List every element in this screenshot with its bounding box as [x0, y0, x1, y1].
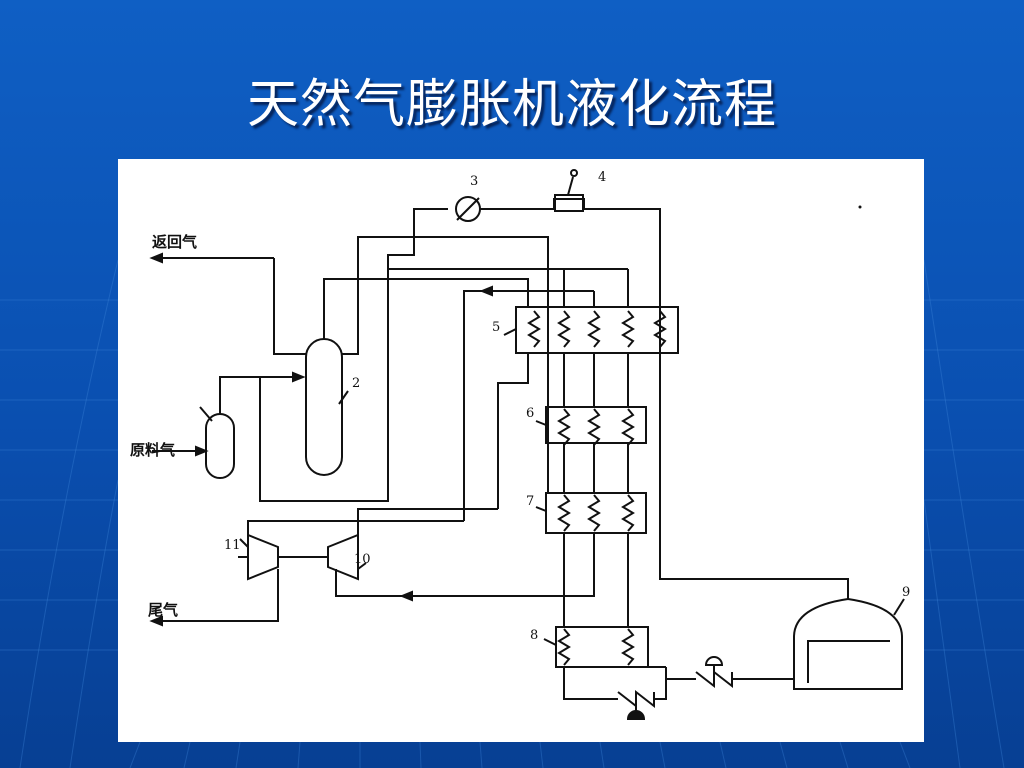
label-8: 8: [530, 628, 538, 643]
process-flow-diagram: 返回气 原料气 尾气 2 3 4 5 6 7 8 9 10 11: [118, 159, 924, 742]
feed-separator-vessel-1: [205, 413, 235, 479]
slide-title: 天然气膨胀机液化流程: [246, 75, 777, 135]
valve-bottom: [617, 689, 655, 709]
tail-gas-line: [152, 569, 279, 622]
diagram-canvas: 返回气 原料气 尾气 2 3 4 5 6 7 8 9 10 11: [130, 169, 910, 720]
label-9: 9: [902, 585, 910, 600]
label-7: 7: [526, 494, 534, 509]
label-11: 11: [224, 538, 241, 553]
heat-exchanger-8: [555, 626, 649, 668]
column-2: [305, 338, 343, 476]
return-gas-label: 返回气: [152, 233, 197, 251]
tail-gas-label: 尾气: [148, 601, 178, 619]
instrument-4: [554, 194, 584, 212]
heat-exchanger-7: [545, 492, 647, 534]
lng-storage-tank-9: [793, 597, 903, 690]
return-gas-arrow: [149, 252, 163, 264]
label-2: 2: [352, 376, 360, 391]
label-3: 3: [470, 174, 478, 189]
expander-11: [247, 533, 279, 581]
label-4: 4: [598, 170, 606, 185]
label-10: 10: [354, 552, 371, 567]
feed-gas-label: 原料气: [130, 441, 175, 459]
label-5: 5: [492, 320, 500, 335]
compressor-10: [327, 533, 359, 581]
tail-gas-arrow: [149, 615, 163, 627]
feed-gas-arrow: [195, 445, 209, 457]
label-6: 6: [526, 406, 534, 421]
